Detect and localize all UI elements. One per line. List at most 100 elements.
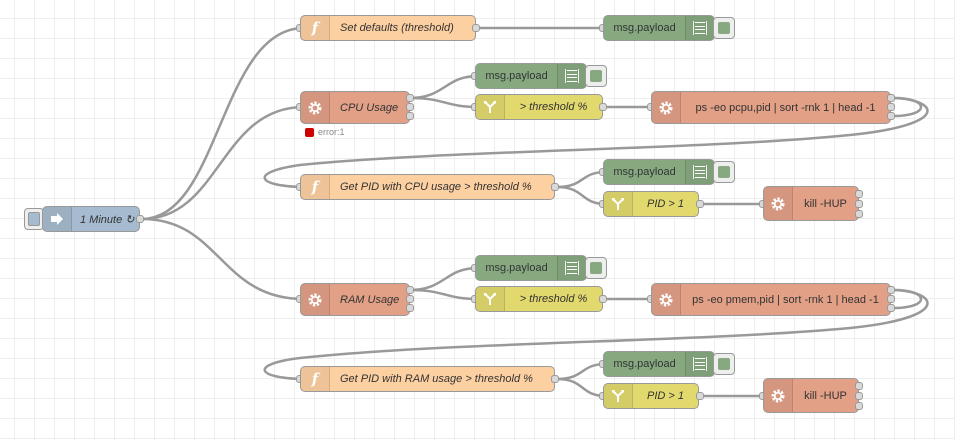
cpu-pid-switch-node[interactable]: PID > 1 xyxy=(603,191,699,217)
cpu-kill-node[interactable]: kill -HUP xyxy=(763,186,859,221)
ram-kill-label: kill -HUP xyxy=(804,389,847,402)
cpu-debug-toggle-square xyxy=(590,70,602,82)
ram-debug-node[interactable]: msg.payload xyxy=(475,255,587,281)
cpu-usage-label: CPU Usage xyxy=(340,101,399,114)
ram-get-pid-output-port[interactable] xyxy=(551,375,559,383)
set-defaults-node[interactable]: f Set defaults (threshold) xyxy=(300,15,476,41)
cpu-ps-output-port-1[interactable] xyxy=(887,94,895,102)
ram-kill-output-port-1[interactable] xyxy=(855,382,863,390)
cpu-get-pid-node[interactable]: f Get PID with CPU usage > threshold % xyxy=(300,174,555,200)
ram-kill-output-port-2[interactable] xyxy=(855,392,863,400)
gear-icon xyxy=(652,92,681,123)
ram-pid-debug-label: msg.payload xyxy=(613,358,676,370)
ram-usage-node[interactable]: RAM Usage xyxy=(300,283,410,316)
cpu-switch-label: > threshold % xyxy=(519,101,588,113)
cpu-kill-label: kill -HUP xyxy=(804,197,847,210)
wire-ram-ps-get-pid[interactable] xyxy=(263,288,929,381)
inject-label: 1 Minute ↻ xyxy=(80,213,135,226)
cpu-kill-output-port-3[interactable] xyxy=(855,210,863,218)
gear-icon xyxy=(764,379,793,412)
wire-cpu-usage-switch[interactable] xyxy=(409,96,479,109)
ram-debug-label: msg.payload xyxy=(485,262,548,274)
cpu-switch-node[interactable]: > threshold % xyxy=(475,94,603,120)
ram-pid-switch-label: PID > 1 xyxy=(647,390,684,402)
cpu-usage-output-port-3[interactable] xyxy=(406,112,414,120)
ram-get-pid-label: Get PID with RAM usage > threshold % xyxy=(340,373,533,385)
ram-pid-switch-output-port[interactable] xyxy=(696,392,704,400)
debug-defaults-toggle-square xyxy=(718,22,730,34)
cpu-debug-toggle[interactable] xyxy=(585,65,607,87)
wire-inject-cpu-usage[interactable] xyxy=(141,105,305,221)
list-icon xyxy=(685,160,714,184)
cpu-get-pid-output-port[interactable] xyxy=(551,183,559,191)
ram-switch-output-port[interactable] xyxy=(599,295,607,303)
cpu-ps-label: ps -eo pcpu,pid | sort -rnk 1 | head -1 xyxy=(695,101,876,114)
set-defaults-output-port[interactable] xyxy=(472,24,480,32)
ram-ps-output-port-3[interactable] xyxy=(887,304,895,312)
error-status-dot xyxy=(305,127,314,137)
cpu-kill-output-port-1[interactable] xyxy=(855,190,863,198)
cpu-pid-debug-node[interactable]: msg.payload xyxy=(603,159,715,185)
ram-ps-output-port-2[interactable] xyxy=(887,295,895,303)
debug-defaults-node[interactable]: msg.payload xyxy=(603,15,715,41)
gear-icon xyxy=(652,284,681,315)
ram-kill-node[interactable]: kill -HUP xyxy=(763,378,859,413)
cpu-debug-node[interactable]: msg.payload xyxy=(475,63,587,89)
ram-get-pid-node[interactable]: f Get PID with RAM usage > threshold % xyxy=(300,366,555,392)
cpu-usage-output-port-2[interactable] xyxy=(406,103,414,111)
ram-switch-node[interactable]: > threshold % xyxy=(475,286,603,312)
ram-usage-output-port-3[interactable] xyxy=(406,304,414,312)
switch-icon xyxy=(604,192,633,216)
ram-pid-debug-toggle[interactable] xyxy=(713,353,735,375)
function-icon: f xyxy=(301,16,330,40)
ram-usage-output-port-2[interactable] xyxy=(406,295,414,303)
gear-icon xyxy=(301,284,330,315)
ram-usage-output-port-1[interactable] xyxy=(406,286,414,294)
cpu-pid-debug-toggle[interactable] xyxy=(713,161,735,183)
cpu-pid-switch-output-port[interactable] xyxy=(696,200,704,208)
wire-inject-set-defaults[interactable] xyxy=(141,26,305,221)
wire-inject-ram-usage[interactable] xyxy=(141,217,305,301)
wire-cpu-usage-debug[interactable] xyxy=(409,74,479,100)
cpu-usage-status-text: error:1 xyxy=(318,127,345,137)
wire-ram-usage-switch[interactable] xyxy=(409,288,479,301)
ram-pid-switch-node[interactable]: PID > 1 xyxy=(603,383,699,409)
cpu-switch-output-port[interactable] xyxy=(599,103,607,111)
arrow-in-icon xyxy=(43,207,72,231)
ram-switch-label: > threshold % xyxy=(519,293,588,305)
cpu-kill-output-port-2[interactable] xyxy=(855,200,863,208)
switch-icon xyxy=(476,95,505,119)
cpu-ps-output-port-3[interactable] xyxy=(887,112,895,120)
ram-pid-debug-toggle-square xyxy=(718,358,730,370)
gear-icon xyxy=(764,187,793,220)
cpu-usage-status: error:1 xyxy=(305,127,345,137)
inject-output-port[interactable] xyxy=(136,215,144,223)
cpu-ps-node[interactable]: ps -eo pcpu,pid | sort -rnk 1 | head -1 xyxy=(651,91,891,124)
ram-debug-toggle[interactable] xyxy=(585,257,607,279)
list-icon xyxy=(685,16,714,40)
ram-kill-output-port-3[interactable] xyxy=(855,402,863,410)
list-icon xyxy=(685,352,714,376)
cpu-usage-node[interactable]: CPU Usage xyxy=(300,91,410,124)
cpu-ps-output-port-2[interactable] xyxy=(887,103,895,111)
switch-icon xyxy=(476,287,505,311)
cpu-pid-debug-toggle-square xyxy=(718,166,730,178)
cpu-usage-output-port-1[interactable] xyxy=(406,94,414,102)
wire-cpu-ps-get-pid[interactable] xyxy=(263,96,929,189)
inject-button-square xyxy=(28,212,40,226)
function-icon: f xyxy=(301,175,330,199)
gear-icon xyxy=(301,92,330,123)
cpu-pid-switch-label: PID > 1 xyxy=(647,198,684,210)
set-defaults-label: Set defaults (threshold) xyxy=(340,22,454,34)
ram-ps-node[interactable]: ps -eo pmem,pid | sort -rnk 1 | head -1 xyxy=(651,283,891,316)
cpu-debug-label: msg.payload xyxy=(485,70,548,82)
debug-defaults-toggle[interactable] xyxy=(713,17,735,39)
ram-pid-debug-node[interactable]: msg.payload xyxy=(603,351,715,377)
ram-ps-label: ps -eo pmem,pid | sort -rnk 1 | head -1 xyxy=(692,293,879,306)
inject-node[interactable]: 1 Minute ↻ xyxy=(42,206,140,232)
wire-ram-usage-debug[interactable] xyxy=(409,266,479,292)
ram-ps-output-port-1[interactable] xyxy=(887,286,895,294)
inject-button[interactable] xyxy=(24,208,44,230)
ram-usage-label: RAM Usage xyxy=(340,293,400,306)
